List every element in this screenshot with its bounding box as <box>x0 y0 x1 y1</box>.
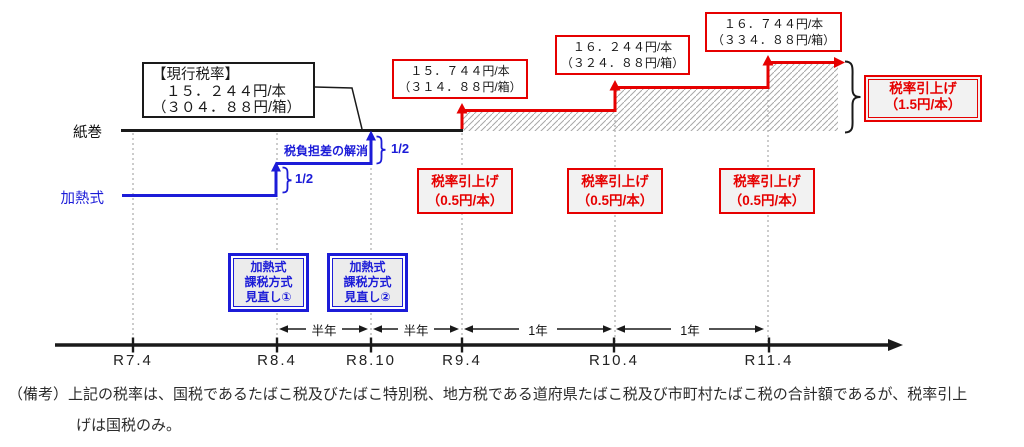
hatch-area <box>463 64 838 131</box>
revision-box-1: 加熱式 課税方式 見直し① <box>228 253 309 312</box>
current-rate-per-stick: １５．２４４円/本 <box>166 83 287 100</box>
total-increase-line1: 税率引上げ <box>889 81 957 96</box>
span-label-one-year-1: 1年 <box>528 324 548 338</box>
rate-box-r10: １６．２４４円/本 （３２４．８８円/箱） <box>555 35 690 75</box>
span-label-half-year-2: 半年 <box>403 324 429 338</box>
total-increase-box: 税率引上げ （1.5円/本） <box>864 75 982 122</box>
increase-r11-line2: （0.5円/本） <box>728 193 806 208</box>
increase-r9-line1: 税率引上げ <box>431 174 499 189</box>
increase-r10-line2: （0.5円/本） <box>576 193 654 208</box>
current-rate-box: 【現行税率】 １５．２４４円/本 （３０４．８８円/箱） <box>142 62 315 118</box>
increase-box-r10: 税率引上げ （0.5円/本） <box>567 168 663 214</box>
current-rate-per-pack: （３０４．８８円/箱） <box>152 100 302 117</box>
heated-line-arrowheads <box>271 130 376 172</box>
span-label-half-year-1: 半年 <box>311 324 337 338</box>
tick-label-r11-4: R11.4 <box>744 352 794 369</box>
revision2-line3: 見直し② <box>344 290 391 304</box>
current-box-connector <box>314 86 363 130</box>
rate-r11-per-stick: １６．７４４円/本 <box>723 17 824 31</box>
fraction-label-1: 1/2 <box>295 171 314 186</box>
tick-label-r8-4: R8.4 <box>257 352 297 369</box>
revision1-line1: 加熱式 <box>250 260 287 274</box>
fraction-label-2: 1/2 <box>391 141 410 156</box>
revision-box-2: 加熱式 課税方式 見直し② <box>327 253 408 312</box>
revision1-line2: 課税方式 <box>244 275 293 289</box>
rate-r10-per-pack: （３２４．８８円/箱） <box>560 56 685 70</box>
increase-r9-line2: （0.5円/本） <box>426 193 504 208</box>
rate-box-r11: １６．７４４円/本 （３３４．８８円/箱） <box>705 12 842 52</box>
span-arrowheads <box>279 325 764 333</box>
revision2-line2: 課税方式 <box>343 275 392 289</box>
increase-box-r9: 税率引上げ （0.5円/本） <box>417 168 513 214</box>
tick-label-r8-10: R8.10 <box>345 352 397 369</box>
increase-r11-line1: 税率引上げ <box>733 174 801 189</box>
footnote-line-2: げは国税のみ。 <box>76 417 182 434</box>
rate-box-r9: １５．７４４円/本 （３１４．８８円/箱） <box>392 59 528 99</box>
heated-series-label: 加熱式 <box>60 191 105 207</box>
current-rate-title: 【現行税率】 <box>152 67 239 83</box>
revision1-line3: 見直し① <box>245 290 292 304</box>
gap-elimination-label: 税負担差の解消 <box>283 144 368 158</box>
heated-line <box>122 137 373 197</box>
rate-r11-per-pack: （３３４．８８円/箱） <box>711 33 836 47</box>
rate-r10-per-stick: １６．２４４円/本 <box>572 40 673 54</box>
footnote-line-1: （備考）上記の税率は、国税であるたばこ税及びたばこ特別税、地方税である道府県たば… <box>8 386 968 403</box>
span-label-one-year-2: 1年 <box>680 324 700 338</box>
tick-label-r10-4: R10.4 <box>588 352 640 369</box>
increase-box-r11: 税率引上げ （0.5円/本） <box>719 168 815 214</box>
tick-label-r7-4: R7.4 <box>113 352 153 369</box>
total-increase-line2: （1.5円/本） <box>884 97 962 112</box>
rate-r9-per-stick: １５．７４４円/本 <box>410 64 510 78</box>
total-increase-brace <box>844 60 861 134</box>
tick-label-r9-4: R9.4 <box>442 352 482 369</box>
increase-r10-line1: 税率引上げ <box>581 174 649 189</box>
timeline-axis <box>55 337 903 353</box>
rate-r9-per-pack: （３１４．８８円/箱） <box>398 80 522 94</box>
raised-rate-arrowheads <box>456 55 845 114</box>
paper-series-label: 紙巻 <box>73 125 102 141</box>
half-step-braces <box>282 135 386 194</box>
revision2-line1: 加熱式 <box>349 260 386 274</box>
